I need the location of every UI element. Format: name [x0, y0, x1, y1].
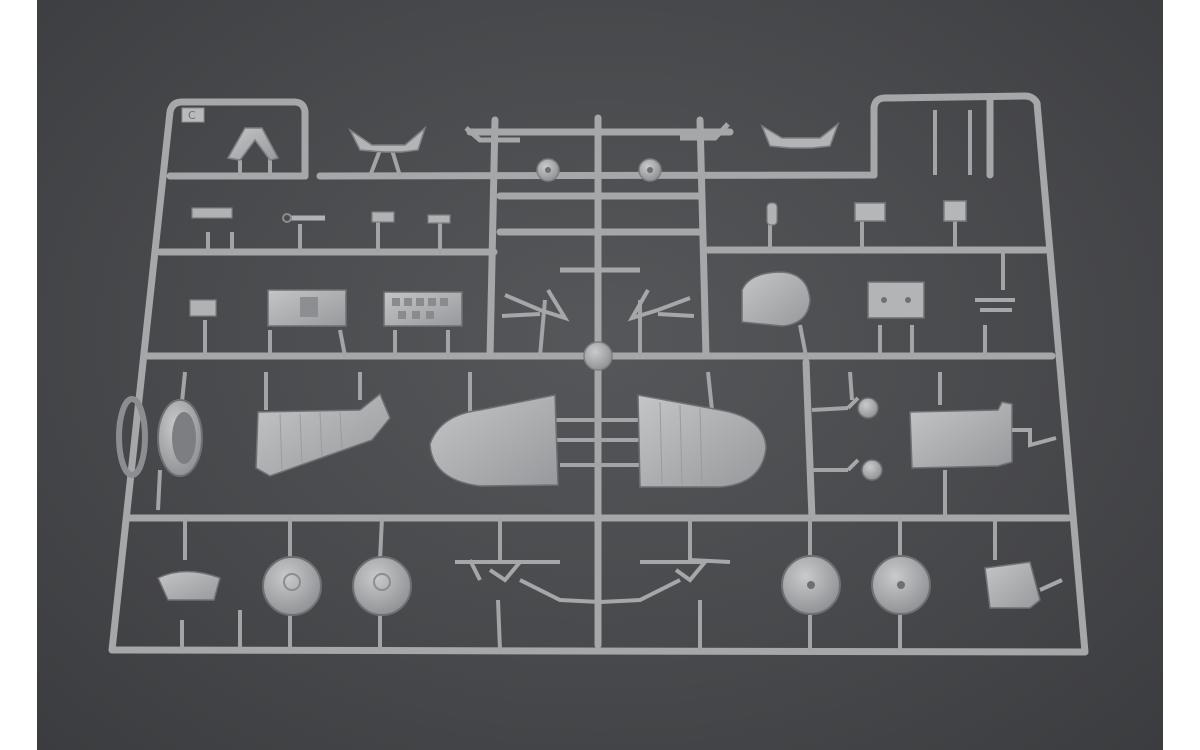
- sprue-letter: C: [188, 109, 196, 122]
- sprue-frame: [108, 92, 1089, 656]
- sprue-parts: [116, 121, 1063, 616]
- sprue-letter-tab: C: [181, 107, 205, 123]
- sprue-gates: [156, 110, 1005, 651]
